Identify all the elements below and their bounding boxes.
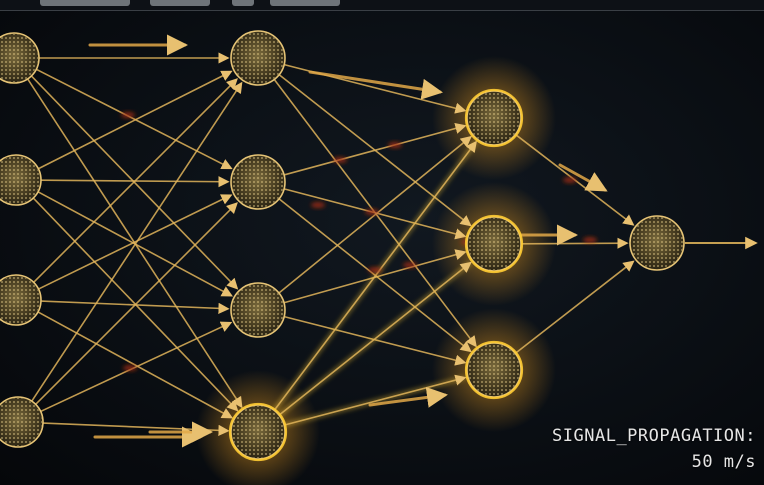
signal-spark xyxy=(563,177,577,183)
neuron-node xyxy=(0,275,41,325)
signal-spark xyxy=(368,267,382,273)
neuron-node xyxy=(0,155,41,205)
connection-edge xyxy=(36,203,237,404)
signal-spark xyxy=(333,157,347,163)
readout-value: 50 m/s xyxy=(496,449,756,475)
neuron-texture xyxy=(468,344,520,396)
neuron-texture xyxy=(631,217,683,269)
neuron-texture xyxy=(468,92,520,144)
signal-spark xyxy=(123,365,137,371)
neuron-texture xyxy=(232,32,284,84)
signal-spark xyxy=(403,262,417,268)
neuron-node xyxy=(466,342,522,398)
signal-spark xyxy=(311,202,325,208)
flow-arrow-icon xyxy=(310,72,440,92)
connection-edge xyxy=(521,243,627,244)
neuron-node xyxy=(230,404,286,460)
connection-edge xyxy=(38,195,231,289)
neuron-node xyxy=(231,31,285,85)
connection-edge xyxy=(284,126,465,175)
neuron-node xyxy=(0,397,43,447)
neuron-texture xyxy=(232,284,284,336)
signal-spark xyxy=(388,142,402,148)
neuron-node xyxy=(231,155,285,209)
connection-edge xyxy=(32,83,242,401)
neuron-node xyxy=(0,33,39,83)
connection-edge xyxy=(36,69,231,168)
neuron-node xyxy=(466,216,522,272)
neuron-node xyxy=(466,90,522,146)
signal-spark xyxy=(121,112,135,118)
neuron-texture xyxy=(232,406,284,458)
neuron-texture xyxy=(468,218,520,270)
neuron-node xyxy=(231,283,285,337)
neuron-texture xyxy=(232,156,284,208)
connection-edge xyxy=(38,312,232,418)
signal-spark xyxy=(583,237,597,243)
readout-label: SIGNAL_PROPAGATION: xyxy=(496,423,756,449)
signal-spark xyxy=(365,209,379,215)
neuron-node xyxy=(630,216,684,270)
signal-propagation-readout: SIGNAL_PROPAGATION: 50 m/s xyxy=(496,423,756,475)
neurons xyxy=(0,31,684,460)
